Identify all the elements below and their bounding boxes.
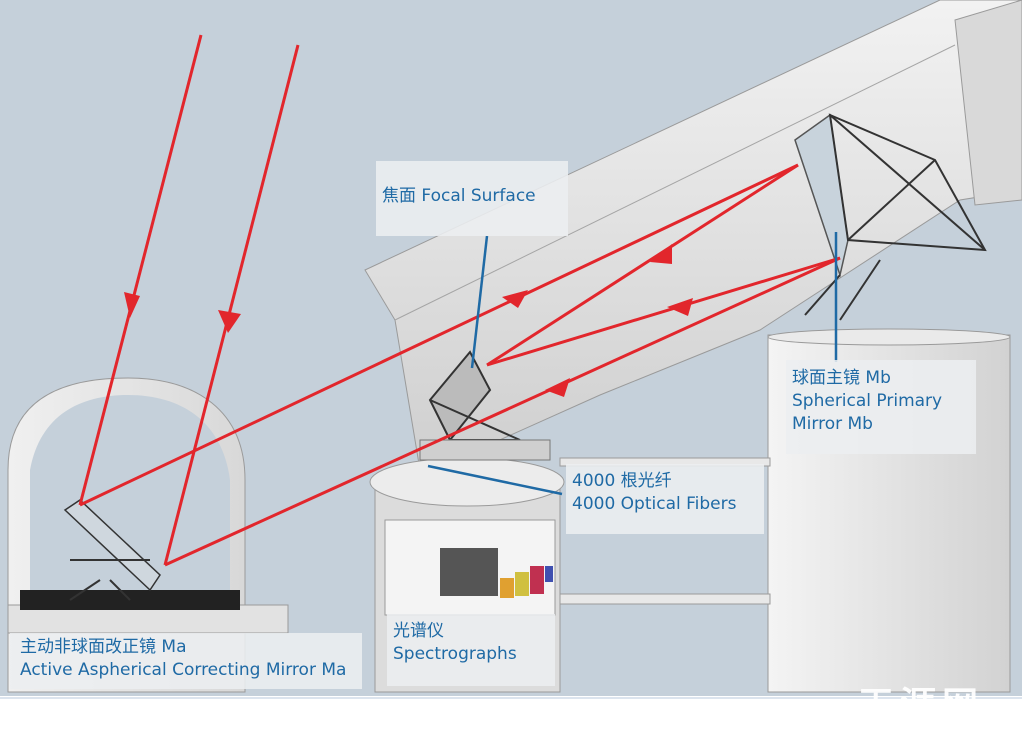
- spherical-primary-label: 球面主镜 Mb Spherical Primary Mirror Mb: [786, 360, 976, 454]
- corrector-mirror-label: 主动非球面改正镜 Ma Active Aspherical Correcting…: [10, 633, 362, 689]
- optical-fibers-label: 4000 根光纤 4000 Optical Fibers: [566, 464, 764, 534]
- tube-edge: [394, 44, 956, 321]
- arrow-incoming-2: [218, 310, 241, 333]
- central-pier-top: [369, 457, 565, 507]
- spectrograph-colors-3: [530, 566, 544, 594]
- bottom-strip: [0, 696, 1022, 742]
- walkway-lower: [559, 593, 771, 605]
- incoming-ray-1: [78, 34, 203, 506]
- incoming-ray-2: [163, 44, 300, 566]
- spherical-primary-label-line-2: Spherical Primary: [792, 391, 943, 411]
- spherical-primary-label-line-3: Mirror Mb: [792, 414, 873, 434]
- corrector-mirror-label-line-2: Active Aspherical Correcting Mirror Ma: [20, 660, 347, 680]
- dome-opening: [30, 395, 230, 610]
- spectrographs-label-line-2: Spectrographs: [393, 644, 517, 664]
- spectrograph-colors-2: [515, 572, 529, 596]
- spectrographs-label: 光谱仪 Spectrographs: [387, 614, 555, 686]
- leader-lines: [427, 232, 838, 496]
- focal-surface-label-line-1: 焦面 Focal Surface: [382, 186, 536, 206]
- spectrograph-block: [440, 548, 498, 596]
- optical-fibers-label-line-2: 4000 Optical Fibers: [572, 494, 737, 514]
- arrow-ray-1: [502, 290, 528, 308]
- corrector-mirror-label-line-1: 主动非球面改正镜 Ma: [20, 637, 187, 657]
- arrow-ray-3: [650, 244, 672, 264]
- spectrograph-colors-1: [500, 578, 514, 598]
- watermark: 天涯网: [858, 684, 985, 726]
- focal-surface-label: 焦面 Focal Surface: [376, 161, 568, 236]
- spectrographs-label-line-1: 光谱仪: [393, 621, 444, 641]
- spectrograph-colors-4: [545, 566, 553, 582]
- leader-optical-fibers: [427, 464, 563, 496]
- arrow-incoming-1: [124, 292, 140, 318]
- arrow-ray-4: [667, 298, 693, 316]
- arrow-ray-2: [545, 378, 570, 397]
- ray-ma-to-mb-1: [79, 163, 799, 507]
- tube-right-end: [954, 0, 1022, 206]
- light-path: [78, 34, 841, 567]
- leader-focal-surface: [470, 235, 489, 369]
- ray-mb-to-focal-2: [486, 256, 841, 367]
- active-corrector-mirror: [63, 499, 161, 601]
- ray-ma-to-mb-2: [164, 256, 841, 567]
- spherical-primary-label-line-1: 球面主镜 Mb: [792, 368, 891, 388]
- optical-fibers-label-line-1: 4000 根光纤: [572, 471, 672, 491]
- primary-tower-top: [767, 328, 1011, 346]
- ray-mb-to-focal-1: [486, 163, 799, 367]
- focal-surface-unit: [419, 350, 551, 461]
